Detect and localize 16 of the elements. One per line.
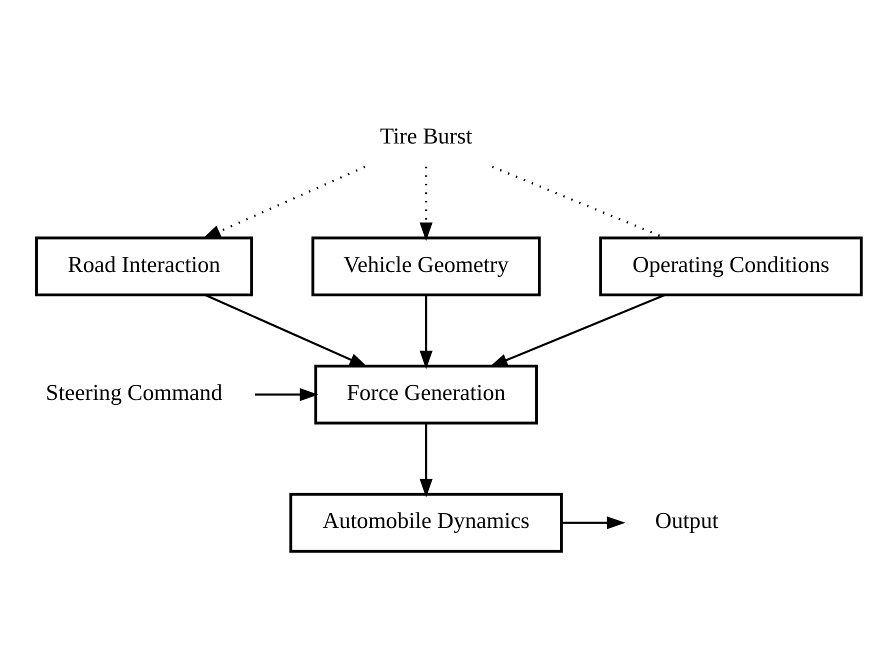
node-box: Road Interaction <box>35 236 254 296</box>
arrow <box>562 516 626 530</box>
node-box: Force Generation <box>314 364 538 425</box>
arrow <box>420 295 433 370</box>
arrow <box>420 166 433 242</box>
arrow <box>420 423 433 498</box>
arrow <box>204 294 368 368</box>
node-text: Steering Command <box>46 380 222 406</box>
arrow <box>489 294 666 368</box>
arrow <box>202 166 366 240</box>
arrow <box>255 388 318 402</box>
node-text: Tire Burst <box>380 124 472 149</box>
node-box: Vehicle Geometry <box>311 236 541 296</box>
node-box: Automobile Dynamics <box>289 492 563 553</box>
node-box: Operating Conditions <box>599 236 863 296</box>
node-text: Output <box>655 508 718 534</box>
